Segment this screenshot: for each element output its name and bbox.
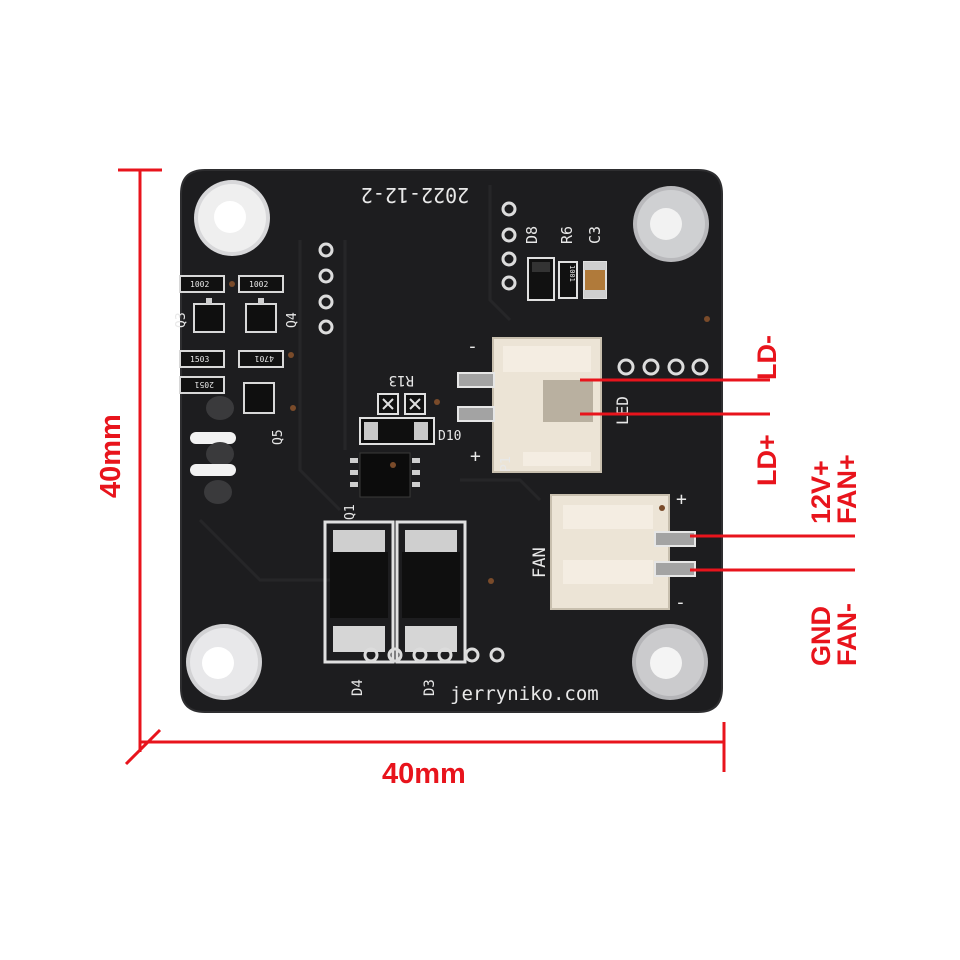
capacitor-c3 <box>583 261 607 299</box>
fan-polarity-minus: - <box>675 592 686 613</box>
resistor-r13 <box>377 393 426 415</box>
diode-d3 <box>395 520 467 664</box>
resistor-1002-b: 1002 <box>238 275 284 293</box>
label-q3: Q3 <box>174 312 189 328</box>
transistor-q4 <box>245 298 277 333</box>
label-r13: R13 <box>389 372 414 388</box>
svg-text:1001: 1001 <box>568 265 576 282</box>
label-d4: D4 <box>350 679 366 696</box>
label-d3: D3 <box>422 679 438 696</box>
header-pads-top <box>501 201 517 291</box>
mounting-hole-top-right <box>633 186 709 262</box>
resistor-1503: 1503 <box>179 350 225 368</box>
pcb-traces <box>198 185 542 582</box>
date-code: 2022-12-2 <box>361 183 469 207</box>
width-dimension-label: 40mm <box>382 758 466 790</box>
svg-text:2051: 2051 <box>195 380 214 389</box>
mounting-hole-bottom-left <box>186 624 262 700</box>
label-q5: Q5 <box>271 429 286 445</box>
led-connector-p1 <box>457 337 602 473</box>
transistor-q3 <box>193 298 225 333</box>
header-pads-left <box>318 242 334 335</box>
diode-d4 <box>323 520 395 664</box>
led-polarity-plus: + <box>470 446 481 467</box>
pin-label-ld-plus: LD+ <box>752 434 782 486</box>
mounting-hole-top-left <box>194 180 270 256</box>
label-d10: D10 <box>438 429 461 444</box>
diode-d8 <box>527 257 555 301</box>
label-c3: C3 <box>586 226 604 244</box>
fan-port-label: FAN <box>530 547 550 578</box>
height-dimension-label: 40mm <box>95 414 127 498</box>
website-text: jerryniko.com <box>450 683 599 705</box>
label-p1: P1 <box>499 456 514 472</box>
ic-q1 <box>350 452 420 498</box>
pin-label-ld-minus: LD- <box>752 335 782 380</box>
label-r6: R6 <box>558 226 576 244</box>
pin-label-fan-minus: FAN- <box>832 603 862 666</box>
svg-text:4701: 4701 <box>255 354 274 363</box>
vias <box>229 281 710 584</box>
resistor-1002-a: 1002 <box>179 275 225 293</box>
diode-d10 <box>359 417 435 445</box>
svg-text:1002: 1002 <box>249 280 268 289</box>
pin-label-fan-plus: FAN+ <box>832 454 862 524</box>
label-q4: Q4 <box>285 312 300 328</box>
header-pads-bottom <box>363 647 505 663</box>
led-port-label: LED <box>613 396 632 425</box>
label-d8: D8 <box>523 226 541 244</box>
resistor-r6: 1001 <box>558 261 578 299</box>
dimension-lines <box>118 168 726 772</box>
svg-text:1002: 1002 <box>190 280 209 289</box>
pin-callout-lines <box>580 378 855 572</box>
transistor-q5 <box>243 382 275 414</box>
header-pads-right <box>617 358 709 376</box>
mounting-hole-bottom-right <box>632 624 708 700</box>
fan-polarity-plus: + <box>676 489 687 510</box>
resistor-2051: 2051 <box>179 376 225 394</box>
wire-solder-pads <box>190 396 236 504</box>
svg-text:1503: 1503 <box>190 355 209 364</box>
resistor-4701: 4701 <box>238 350 284 368</box>
fan-connector <box>550 494 696 610</box>
label-q1: Q1 <box>343 504 358 520</box>
led-polarity-minus: - <box>467 336 478 357</box>
